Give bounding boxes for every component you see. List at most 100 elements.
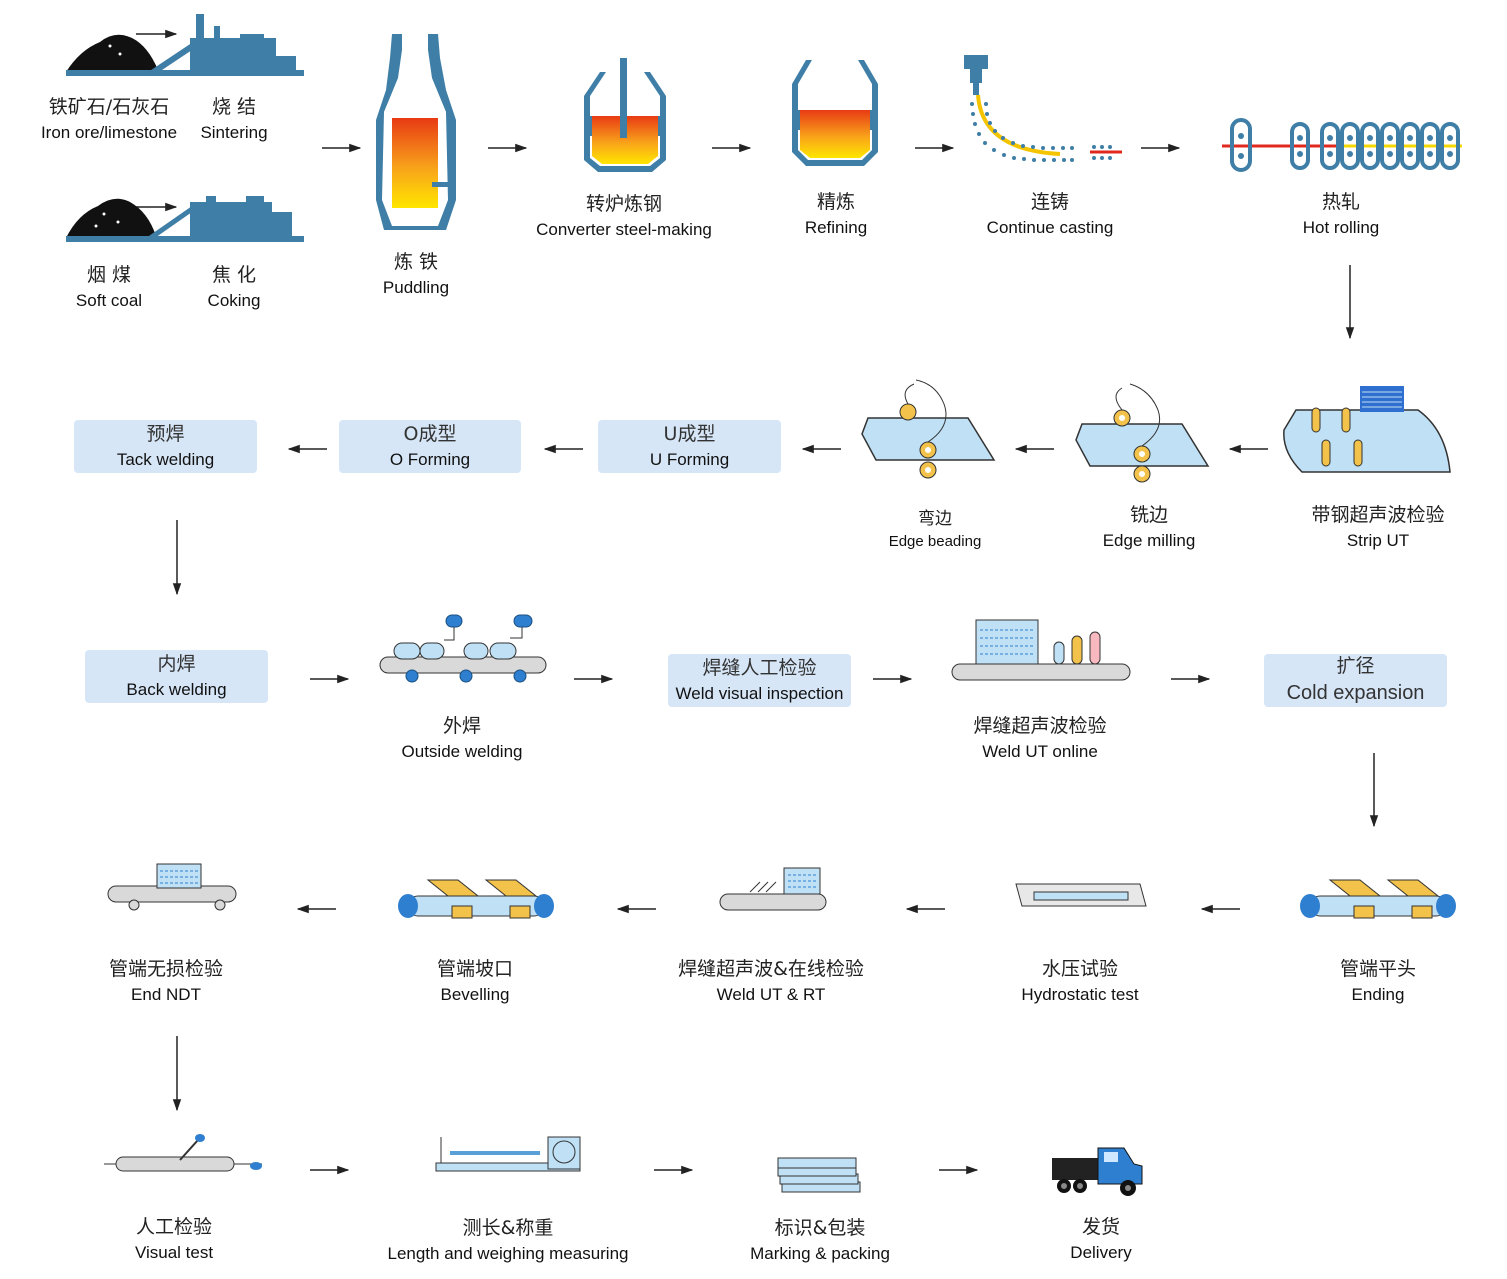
label-sintering: 烧 结 Sintering	[200, 96, 267, 143]
label-en: U Forming	[649, 449, 730, 469]
bevelling-icon	[398, 879, 554, 919]
weld-ut-rt-icon	[719, 867, 827, 911]
continuous-caster-icon	[964, 55, 1122, 162]
label-end-ndt: 管端无损检验 End NDT	[109, 958, 223, 1005]
step-box-back-welding: 内焊 Back welding	[85, 650, 268, 703]
label-zh: 预焊	[146, 423, 185, 445]
step-box-tack-welding: 预焊 Tack welding	[74, 420, 257, 473]
label-zh: 标识&包装	[774, 1217, 866, 1239]
label-refining: 精炼 Refining	[805, 191, 867, 238]
label-en: Ending	[1351, 984, 1405, 1004]
label-delivery: 发货 Delivery	[1070, 1216, 1131, 1263]
edge-beading-icon	[861, 379, 996, 479]
ladle-icon	[792, 60, 878, 166]
label-zh: 焦 化	[211, 264, 257, 286]
label-zh: 发货	[1081, 1216, 1120, 1238]
label-zh: 人工检验	[135, 1216, 212, 1238]
label-en: Hot rolling	[1302, 217, 1380, 237]
label-weld-ut-online: 焊缝超声波检验 Weld UT online	[973, 715, 1106, 762]
label-en: Soft coal	[75, 290, 143, 310]
label-iron-ore: 铁矿石/石灰石 Iron ore/limestone	[41, 96, 177, 143]
label-en: Coking	[207, 290, 261, 310]
label-zh: 热轧	[1321, 191, 1361, 213]
weld-ut-online-icon	[951, 619, 1131, 681]
label-zh: 炼 铁	[393, 251, 439, 273]
label-en: Puddling	[382, 277, 450, 297]
label-en: Outside welding	[401, 741, 523, 761]
ending-icon	[1300, 879, 1456, 919]
label-en: Weld UT online	[982, 741, 1098, 761]
rolling-mill-icon	[1222, 118, 1462, 172]
label-zh: 铁矿石/石灰石	[48, 96, 170, 118]
label-zh: 外焊	[442, 715, 481, 737]
label-coking: 焦 化 Coking	[208, 264, 261, 311]
label-en: Hydrostatic test	[1021, 984, 1139, 1004]
label-en: Continue casting	[986, 217, 1114, 237]
label-zh: U成型	[663, 423, 716, 445]
sinter-plant-icon	[66, 14, 304, 76]
label-zh: 烟 煤	[86, 264, 132, 286]
label-soft-coal: 烟 煤 Soft coal	[76, 264, 142, 311]
length-weighing-icon	[435, 1136, 581, 1172]
delivery-truck-icon	[1052, 1147, 1143, 1196]
label-en: Length and weighing measuring	[387, 1243, 629, 1263]
label-zh: 弯边	[918, 509, 952, 529]
label-zh: 焊缝超声波检验	[973, 715, 1107, 737]
label-converter: 转炉炼钢 Converter steel-making	[536, 193, 712, 240]
label-zh: O成型	[403, 423, 457, 445]
label-hydrostatic: 水压试验 Hydrostatic test	[1021, 958, 1138, 1005]
label-strip-ut: 带钢超声波检验 Strip UT	[1311, 504, 1444, 551]
label-zh: 带钢超声波检验	[1311, 504, 1445, 526]
label-edge-beading: 弯边 Edge beading	[889, 509, 982, 551]
label-en: Converter steel-making	[536, 219, 712, 239]
label-zh: 转炉炼钢	[585, 193, 662, 215]
label-zh: 内焊	[157, 653, 196, 675]
label-casting: 连铸 Continue casting	[987, 191, 1114, 238]
label-en: Edge beading	[888, 533, 982, 551]
label-en: Strip UT	[1346, 530, 1410, 550]
label-zh: 焊缝超声波&在线检验	[678, 958, 864, 980]
flow-arrows	[136, 29, 1379, 1175]
label-zh: 精炼	[816, 191, 855, 213]
hydrostatic-icon	[1015, 883, 1147, 907]
label-zh: 管端坡口	[436, 958, 514, 980]
label-en: Visual test	[134, 1242, 214, 1262]
label-zh: 烧 结	[211, 96, 257, 118]
end-ndt-icon	[107, 863, 237, 911]
label-visual-test: 人工检验 Visual test	[135, 1216, 213, 1263]
label-hot-rolling: 热轧 Hot rolling	[1303, 191, 1380, 238]
blast-furnace-icon	[376, 34, 456, 230]
label-zh: 水压试验	[1041, 958, 1118, 980]
label-en: Delivery	[1070, 1242, 1132, 1262]
label-zh: 测长&称重	[462, 1217, 554, 1239]
label-en: End NDT	[131, 984, 201, 1004]
strip-ut-icon	[1283, 386, 1451, 473]
marking-packing-icon	[777, 1157, 861, 1193]
label-zh: 管端无损检验	[108, 958, 224, 980]
visual-test-icon	[104, 1134, 262, 1172]
edge-milling-icon	[1075, 383, 1210, 483]
outside-welding-icon	[379, 614, 547, 683]
label-length-weighing: 测长&称重 Length and weighing measuring	[387, 1217, 628, 1264]
label-en: Tack welding	[116, 449, 215, 469]
label-outside-welding: 外焊 Outside welding	[402, 715, 523, 762]
label-zh: 扩径	[1336, 655, 1375, 678]
label-zh: 连铸	[1030, 191, 1070, 213]
label-en: Refining	[804, 217, 868, 237]
label-en: Cold expansion	[1286, 681, 1425, 704]
converter-icon	[584, 58, 666, 172]
step-box-weld-visual: 焊缝人工检验 Weld visual inspection	[668, 654, 851, 707]
label-zh: 焊缝人工检验	[702, 657, 817, 679]
step-box-u-forming: U成型 U Forming	[598, 420, 781, 473]
label-en: Sintering	[200, 122, 268, 142]
label-en: Weld visual inspection	[675, 683, 844, 703]
label-en: O Forming	[389, 449, 471, 469]
label-en: Iron ore/limestone	[40, 122, 178, 142]
label-en: Back welding	[126, 679, 227, 699]
label-en: Edge milling	[1102, 530, 1196, 550]
